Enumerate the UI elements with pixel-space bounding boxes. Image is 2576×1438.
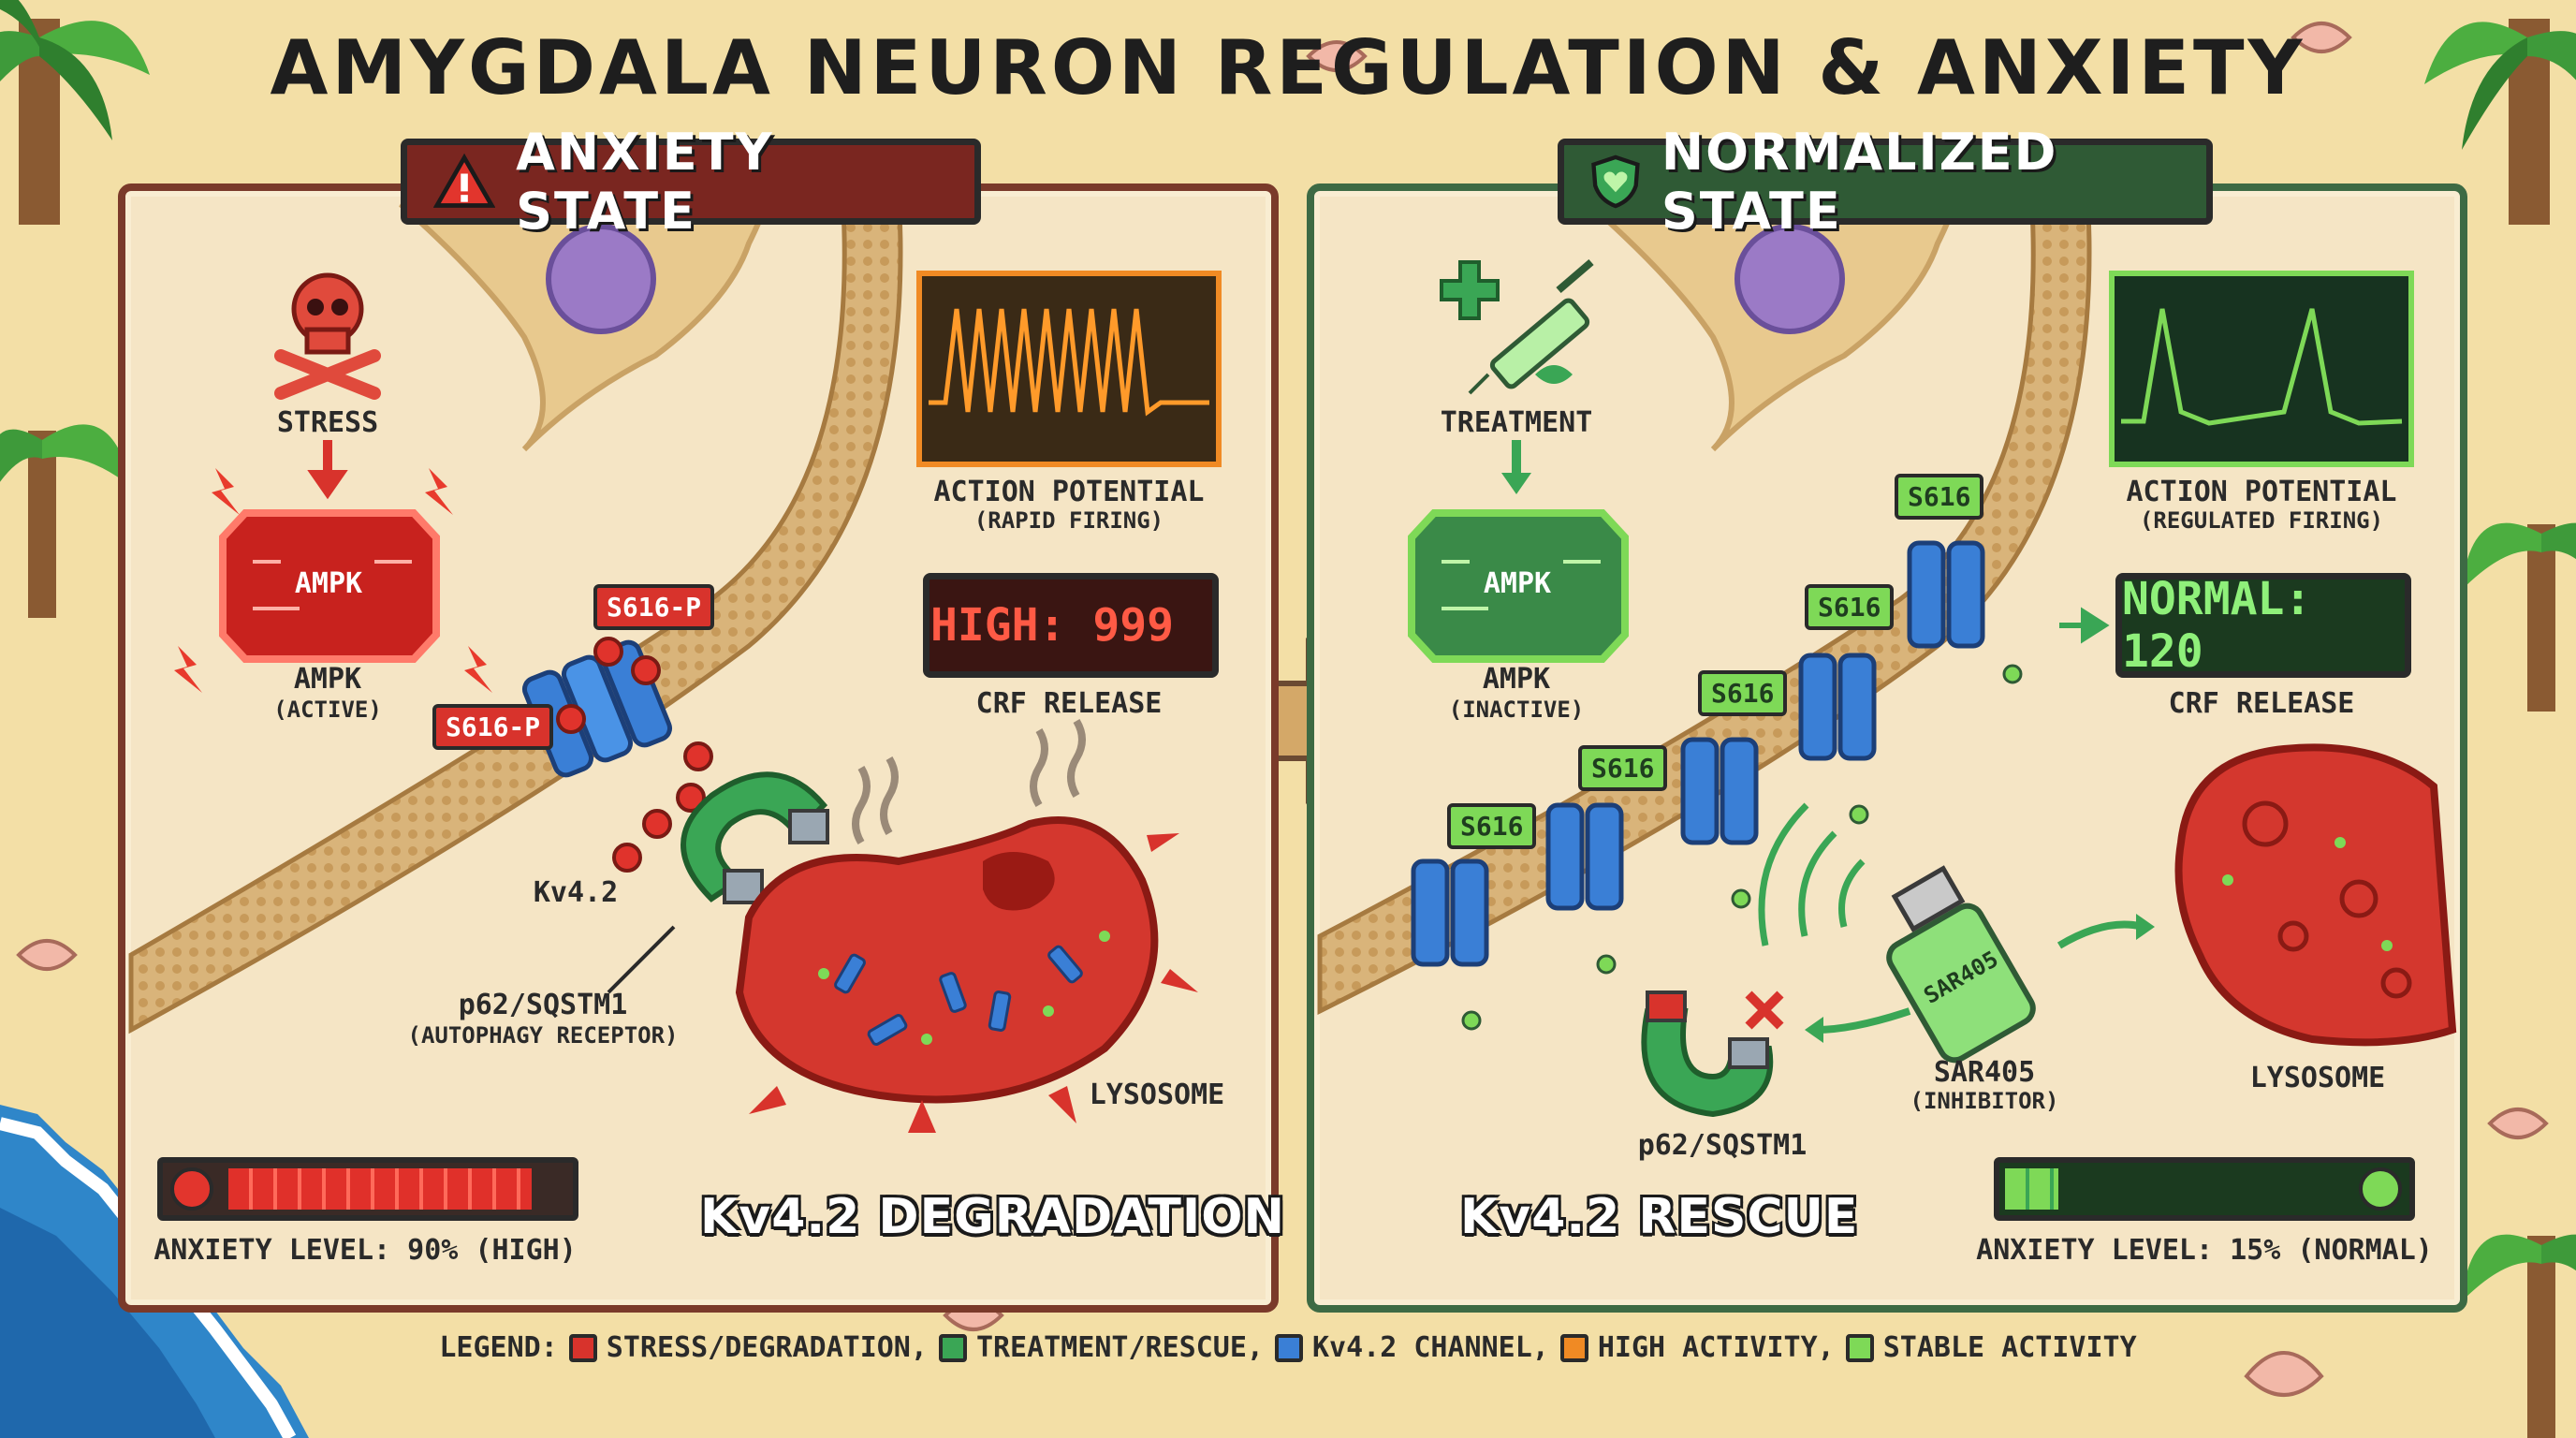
s616-tag: S616 [1698, 670, 1788, 716]
kv4-2-channels-membrane [1411, 540, 1985, 967]
legend: LEGEND: STRESS/DEGRADATION, TREATMENT/RE… [0, 1331, 2576, 1364]
skull-icon [274, 272, 381, 400]
legend-prefix: LEGEND: [439, 1331, 558, 1364]
signal-waves [1758, 802, 1866, 946]
ampk-chip-label: AMPK [294, 567, 363, 600]
anxiety-level-label: ANXIETY LEVEL: 90% (HIGH) [154, 1234, 577, 1267]
leaf-icon [1535, 365, 1573, 384]
ampk-state-label: (INACTIVE) [1448, 697, 1585, 723]
legend-item-label: STABLE ACTIVITY [1882, 1331, 2137, 1364]
s616-p-tag: S616-P [432, 704, 554, 750]
crf-release-readout-high: HIGH: 999 [923, 573, 1219, 678]
phosphate-group [556, 637, 713, 873]
ampk-chip-inactive [1408, 509, 1629, 663]
s616-tag: S616 [1578, 745, 1668, 791]
syringe-icon [1468, 258, 1594, 395]
degraded-kv4-2-fragments [834, 945, 1083, 1046]
heat-waves-icon [852, 718, 1086, 845]
lysosome-label: LYSOSOME [2249, 1062, 2386, 1094]
p62-sublabel: (AUTOPHAGY RECEPTOR) [407, 1022, 679, 1049]
kv4-2-degradation-caption: Kv4.2 DEGRADATION [700, 1189, 1285, 1245]
action-potential-trace-rapid [916, 271, 1222, 467]
anxiety-state-banner: ANXIETY STATE [401, 123, 981, 241]
legend-item-label: Kv4.2 CHANNEL, [1311, 1331, 1549, 1364]
legend-item-treatment: TREATMENT/RESCUE, [928, 1331, 1264, 1364]
action-potential-sublabel: (REGULATED FIRING) [2139, 507, 2384, 534]
stress-label: STRESS [276, 406, 379, 439]
anxiety-meter-fill [228, 1168, 532, 1210]
inhibitor-sublabel: (INHIBITOR) [1910, 1088, 2059, 1114]
legend-item-stable-activity: STABLE ACTIVITY [1835, 1331, 2137, 1364]
sad-face-icon [170, 1167, 213, 1211]
p62-magnet [681, 771, 829, 904]
crf-release-readout-normal: NORMAL: 120 [2115, 573, 2411, 678]
sar405-vial [1886, 865, 2036, 1064]
legend-item-stress: STRESS/DEGRADATION, [558, 1331, 928, 1364]
legend-item-channel: Kv4.2 CHANNEL, [1264, 1331, 1549, 1364]
anxiety-meter-fill [2005, 1168, 2058, 1210]
s616-tag: S616 [1805, 584, 1895, 630]
nucleus [1734, 224, 1845, 334]
p62-label: p62/SQSTM1 [458, 989, 628, 1021]
inhibition-arrow [1815, 1007, 1911, 1034]
p62-label: p62/SQSTM1 [1637, 1129, 1808, 1162]
crf-release-label: CRF RELEASE [2168, 687, 2355, 720]
normalized-state-title: NORMALIZED STATE [1661, 123, 2058, 241]
s616-tag: S616 [1895, 474, 1984, 520]
legend-swatch [1274, 1333, 1303, 1362]
ampk-chip-active [219, 509, 440, 663]
lysosome-degrading [735, 816, 1159, 1104]
legend-swatch [1559, 1333, 1588, 1362]
treatment-label: TREATMENT [1440, 406, 1593, 439]
kv4-2-label: Kv4.2 [533, 876, 619, 909]
action-potential-label: ACTION POTENTIAL [2126, 476, 2397, 508]
legend-swatch [568, 1333, 597, 1362]
action-potential-sublabel: (RAPID FIRING) [973, 507, 1164, 534]
kv4-2-rescue-caption: Kv4.2 RESCUE [1460, 1189, 1859, 1245]
action-potential-label: ACTION POTENTIAL [933, 476, 1205, 508]
legend-swatch [938, 1333, 967, 1362]
plus-icon [1440, 260, 1500, 320]
legend-swatch [1845, 1333, 1874, 1362]
ampk-chip-label: AMPK [1483, 567, 1552, 600]
happy-face-icon [2359, 1167, 2402, 1211]
s616-tag: S616 [1447, 803, 1537, 849]
ampk-label: AMPK [1482, 663, 1551, 696]
p62-magnet-inhibited [1641, 990, 1774, 1118]
anxiety-meter-right [1994, 1157, 2415, 1221]
sar405-label: SAR405 [1933, 1056, 2036, 1089]
anxiety-state-title: ANXIETY STATE [516, 123, 774, 241]
crf-release-label: CRF RELEASE [975, 687, 1163, 720]
pressure-arrows [749, 833, 1198, 1133]
legend-item-high-activity: HIGH ACTIVITY, [1549, 1331, 1835, 1364]
blocked-x-icon [1745, 990, 1784, 1030]
legend-item-label: STRESS/DEGRADATION, [606, 1331, 928, 1364]
ampk-label: AMPK [293, 663, 362, 696]
shield-heart-icon [1591, 154, 1640, 209]
warning-icon [433, 153, 496, 208]
action-potential-trace-regulated [2109, 271, 2414, 467]
normalized-state-banner: NORMALIZED STATE [1558, 123, 2213, 241]
anxiety-level-label: ANXIETY LEVEL: 15% (NORMAL) [1976, 1234, 2433, 1267]
nucleus [546, 224, 656, 334]
lightning-icon [174, 468, 492, 693]
legend-item-label: TREATMENT/RESCUE, [975, 1331, 1264, 1364]
lysosome-healthy [2174, 743, 2457, 1047]
s616-p-tag: S616-P [593, 584, 715, 630]
ampk-state-label: (ACTIVE) [273, 697, 382, 723]
page-title: AMYGDALA NEURON REGULATION & ANXIETY [270, 24, 2306, 111]
legend-item-label: HIGH ACTIVITY, [1597, 1331, 1835, 1364]
anxiety-meter-left [157, 1157, 578, 1221]
lysosome-label: LYSOSOME [1089, 1078, 1225, 1111]
